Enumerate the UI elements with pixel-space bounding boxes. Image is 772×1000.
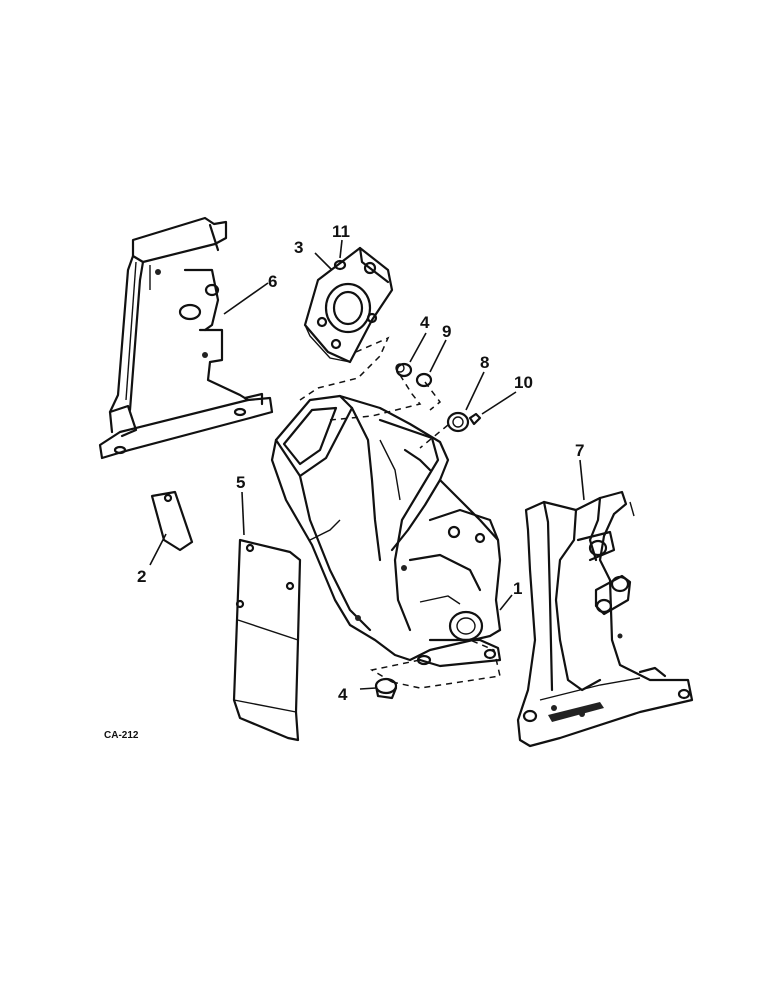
callout-4-upper: 4 (420, 313, 430, 332)
callout-9: 9 (442, 322, 451, 341)
part-7-side-support (516, 490, 694, 748)
callout-11: 11 (332, 222, 350, 241)
diagram-code: CA-212 (104, 730, 139, 741)
callout-1: 1 (513, 579, 522, 598)
part-5-shield (232, 538, 302, 742)
callout-2: 2 (137, 567, 146, 586)
part-4-bushing-lower (374, 677, 398, 700)
leader-lines (149, 239, 585, 690)
callout-3: 3 (294, 238, 303, 257)
callout-7: 7 (575, 441, 584, 460)
callout-5: 5 (236, 473, 245, 492)
part-3-cover-plate (303, 246, 394, 364)
part-4-bushing-upper (395, 362, 413, 378)
part-1-housing (270, 394, 502, 668)
part-11-pin (333, 259, 347, 271)
callout-10: 10 (514, 373, 533, 392)
assembly-guide-lines (299, 336, 501, 689)
part-9-bushing (415, 372, 433, 388)
callout-4-lower: 4 (338, 685, 348, 704)
callout-8: 8 (480, 353, 489, 372)
part-8-seal (446, 411, 470, 433)
part-6-bracket (98, 216, 274, 460)
callout-6: 6 (268, 272, 277, 291)
part-10-fitting (468, 412, 482, 426)
part-2-plate (150, 490, 194, 552)
